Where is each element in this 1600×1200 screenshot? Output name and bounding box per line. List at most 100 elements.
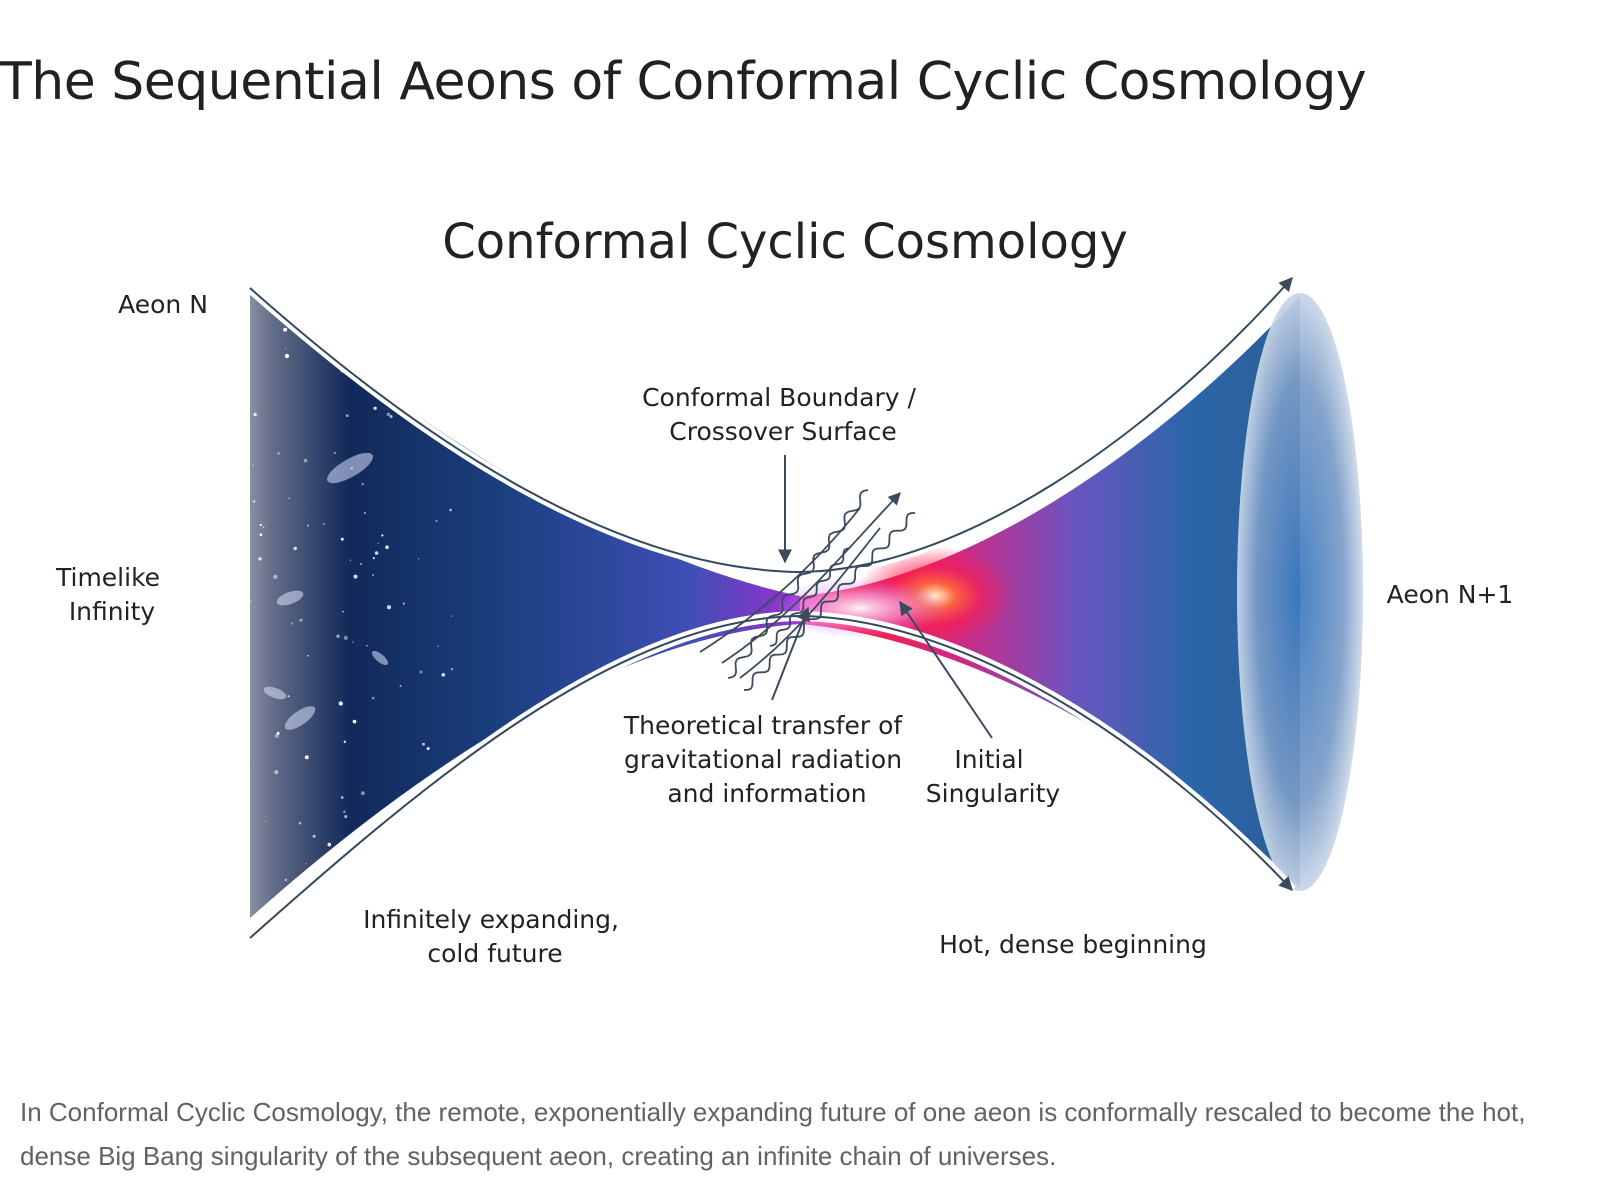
star: [342, 610, 344, 613]
label-hot-beginning: Hot, dense beginning: [939, 930, 1207, 959]
star: [303, 458, 308, 463]
star: [450, 615, 453, 617]
star: [287, 695, 290, 698]
star: [258, 557, 262, 561]
star: [353, 574, 358, 579]
star: [362, 880, 367, 885]
star: [381, 534, 384, 537]
star: [265, 820, 267, 823]
label-aeon-n-plus-1: Aeon N+1: [1387, 580, 1514, 609]
star: [250, 599, 252, 603]
callout-arrows: [771, 455, 993, 739]
star: [379, 375, 383, 378]
star: [284, 348, 287, 350]
star: [323, 523, 325, 525]
star: [434, 857, 438, 861]
page-title: The Sequential Aeons of Conformal Cyclic…: [0, 52, 1367, 112]
star: [252, 499, 256, 504]
aeon-n-funnel: [250, 288, 800, 918]
star: [364, 512, 366, 514]
galaxy: [263, 686, 287, 700]
wave-squiggle: [727, 489, 869, 679]
star: [306, 524, 310, 527]
star: [352, 356, 355, 359]
star: [389, 415, 393, 418]
label-transfer: Theoretical transfer of gravitational ra…: [623, 711, 910, 808]
star: [340, 796, 344, 799]
star: [298, 821, 302, 825]
ccc-diagram-svg: Conformal Cyclic Cosmology: [55, 214, 1514, 968]
star: [343, 635, 348, 640]
star: [293, 546, 297, 551]
star: [273, 574, 278, 579]
star: [415, 403, 417, 406]
star: [290, 622, 294, 625]
star: [277, 452, 280, 455]
star: [349, 559, 352, 561]
star: [274, 734, 279, 738]
star: [274, 770, 279, 775]
star: [352, 719, 357, 724]
star: [360, 791, 365, 796]
star: [379, 382, 381, 385]
galaxy: [327, 452, 373, 484]
star: [442, 808, 447, 812]
star: [374, 551, 379, 555]
aeon-n-plus-1-funnel: [800, 296, 1300, 888]
star: [284, 353, 290, 359]
singularity-arrow: [899, 600, 993, 739]
star: [262, 526, 265, 529]
star: [386, 412, 391, 416]
star: [437, 645, 439, 648]
star: [377, 542, 379, 544]
star: [338, 701, 343, 706]
star: [399, 684, 402, 687]
ccc-diagram: Conformal Cyclic Cosmology: [0, 178, 1600, 1058]
star: [344, 814, 348, 819]
label-conformal-boundary: Conformal Boundary / Crossover Surface: [642, 383, 924, 446]
star: [386, 605, 392, 610]
label-initial-singularity: Initial Singularity: [926, 745, 1061, 808]
star: [327, 842, 332, 847]
wave-squiggle: [769, 547, 851, 647]
star: [385, 545, 389, 549]
star: [386, 369, 390, 373]
diagram-title: Conformal Cyclic Cosmology: [442, 214, 1127, 270]
star: [343, 810, 346, 814]
transfer-arrow: [771, 606, 810, 701]
star: [360, 563, 362, 565]
wave-squiggle: [743, 512, 916, 691]
label-aeon-n: Aeon N: [118, 290, 208, 319]
star: [276, 731, 280, 735]
star: [299, 618, 303, 622]
star: [304, 755, 309, 760]
galaxy: [284, 706, 316, 730]
star: [259, 533, 263, 537]
galaxy: [371, 650, 389, 666]
star: [253, 412, 257, 417]
star: [252, 464, 254, 467]
star: [352, 641, 354, 643]
star: [372, 574, 374, 576]
star: [365, 340, 368, 343]
figure-caption: In Conformal Cyclic Cosmology, the remot…: [20, 1097, 1526, 1171]
star: [417, 558, 420, 560]
star: [305, 862, 307, 865]
star: [344, 867, 349, 872]
aeon-n-plus-1-rim: [1237, 293, 1363, 891]
star: [333, 451, 337, 455]
star: [402, 602, 405, 605]
star: [343, 740, 346, 743]
star: [307, 654, 309, 657]
star: [312, 834, 316, 838]
star: [340, 537, 344, 541]
star: [283, 327, 288, 332]
label-timelike-infinity: Timelike Infinity: [55, 563, 168, 626]
star: [441, 672, 446, 677]
star: [419, 670, 423, 674]
star: [371, 696, 375, 700]
star: [259, 523, 262, 527]
star: [361, 483, 364, 486]
star: [336, 634, 340, 638]
label-cold-future: Infinitely expanding, cold future: [363, 905, 627, 968]
